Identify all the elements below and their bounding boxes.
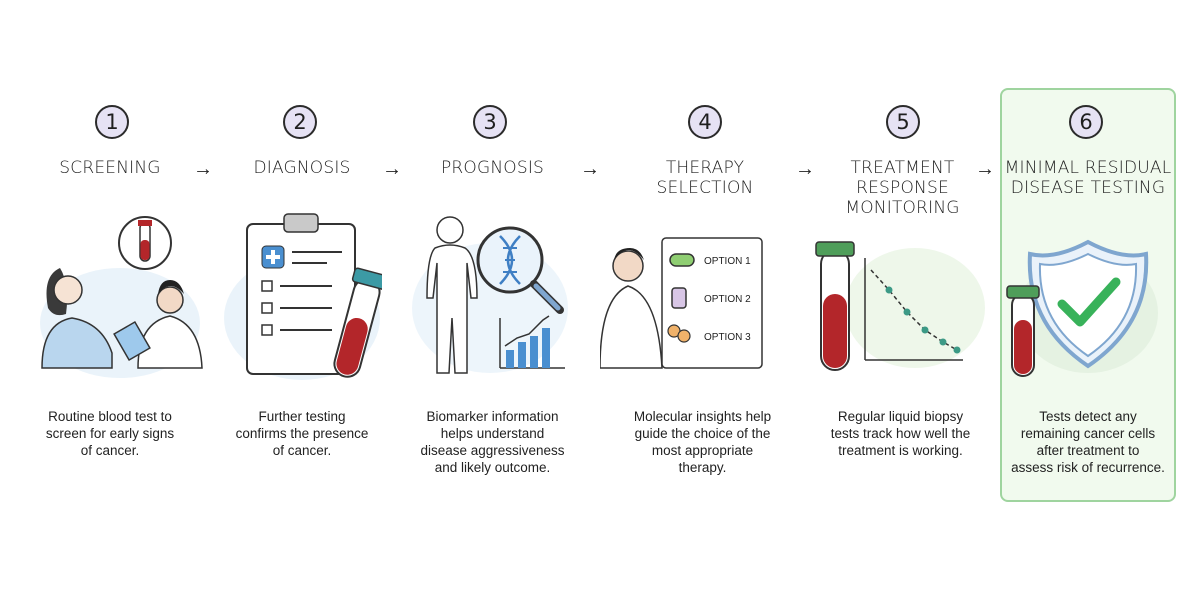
arrow-1-to-2: → [193,158,213,180]
step-title: SCREENING [59,158,161,178]
doctor-figure [113,280,203,369]
step-title: MINIMAL RESIDUAL DISEASE TESTING [1004,158,1172,198]
human-silhouette [426,216,478,374]
blood-tube-icon [118,216,172,270]
clipboard-icon [246,213,356,375]
step-number-badge: 4 [688,105,722,139]
doctor-thinking-figure [600,248,663,369]
step-diagnosis: 2 DIAGNOSIS Further testing confirms the… [222,0,382,600]
patient-figure [41,268,113,369]
step-screening: 1 SCREENING Routine blood test to screen… [30,0,210,600]
mrd-illustration [1006,239,1158,377]
iv-bag-icon [671,287,687,309]
step-number-badge: 1 [95,105,129,139]
blood-tube-icon [1006,285,1040,377]
blood-tube-icon [815,241,855,371]
arrow-3-to-4: → [580,158,600,180]
step-description: Biomarker information helps understand d… [420,409,565,475]
monitoring-illustration [815,241,985,371]
dna-magnifier-icon [476,226,564,314]
pill-icon [669,253,695,267]
step-title: TREATMENT RESPONSE MONITORING [845,158,960,218]
step-description: Further testing confirms the presence of… [235,409,369,458]
step-treatment-response-monitoring: 5 TREATMENT RESPONSE MONITORING Regular … [805,0,990,600]
option-3-label: OPTION 3 [704,332,751,343]
step-number-badge: 6 [1069,105,1103,139]
arrow-2-to-3: → [382,158,402,180]
screening-illustration [40,216,203,378]
step-prognosis: 3 PROGNOSIS Biomarker informat [410,0,575,600]
blood-tube-icon [333,267,382,378]
options-card: OPTION 1 OPTION 2 OPTION 3 [661,237,763,369]
step-title: DIAGNOSIS [253,158,351,178]
diagnosis-illustration [224,213,382,380]
step-minimal-residual-disease-testing: 6 MINIMAL RESIDUAL DISEASE TESTING Tests… [1000,0,1176,600]
step-therapy-selection: 4 THERAPY SELECTION OPTION 1 OPTION 2 OP… [600,0,775,600]
line-chart-icon [864,258,963,361]
bar-chart-icon [499,315,565,369]
step-number-badge: 5 [886,105,920,139]
step-title: THERAPY SELECTION [656,158,754,198]
arrow-5-to-6: → [975,158,995,180]
step-description: Molecular insights help guide the choice… [633,409,772,475]
shield-check-icon [1027,239,1149,369]
option-2-label: OPTION 2 [704,294,751,305]
step-title: PROGNOSIS [440,158,545,178]
step-number-badge: 2 [283,105,317,139]
step-number-badge: 3 [473,105,507,139]
option-1-label: OPTION 1 [704,256,751,267]
step-description: Regular liquid biopsy tests track how we… [830,409,971,458]
step-description: Tests detect any remaining cancer cells … [1011,409,1165,475]
step-description: Routine blood test to screen for early s… [45,409,175,458]
therapy-selection-illustration: OPTION 1 OPTION 2 OPTION 3 [600,237,763,369]
arrow-4-to-5: → [795,158,815,180]
prognosis-illustration [412,216,568,374]
